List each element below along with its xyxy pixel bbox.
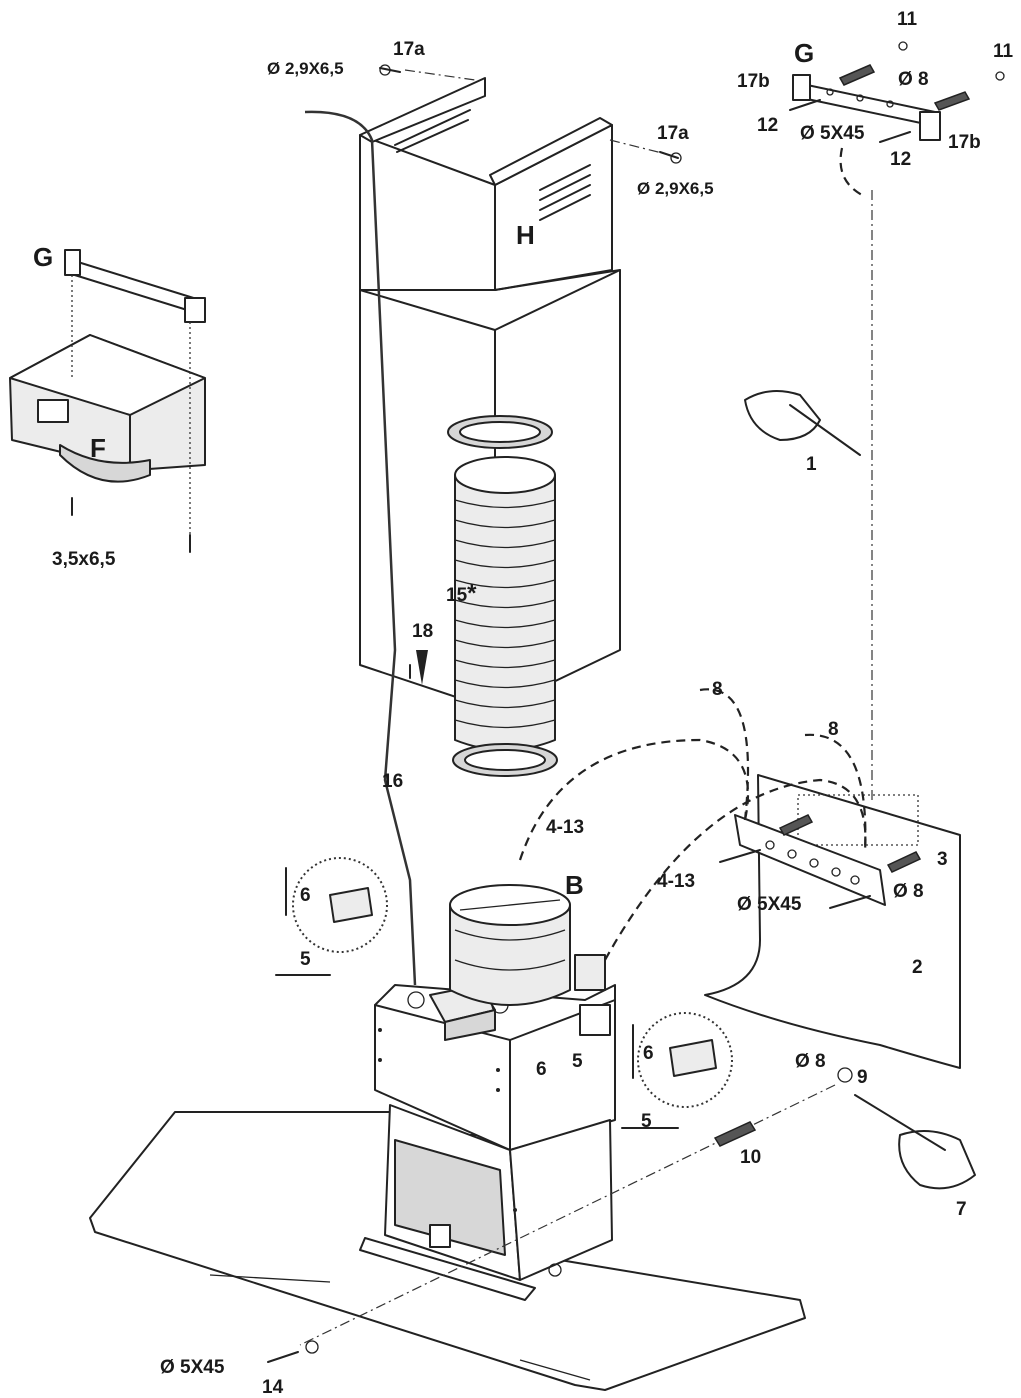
wall-plug-10 <box>713 1121 757 1147</box>
label-ref-11-a: 11 <box>897 9 918 30</box>
hand-marking-top <box>744 390 861 456</box>
label-ref-6-left: 6 <box>300 885 311 906</box>
detail-left <box>275 857 388 976</box>
screw-17a-top <box>379 64 401 76</box>
hole-9 <box>837 1067 853 1083</box>
label-ref-5-right: 5 <box>641 1111 652 1132</box>
detail-right <box>621 1012 733 1129</box>
label-ref-9: 9 <box>857 1067 868 1088</box>
screw-17a-right <box>659 151 682 164</box>
label-ref-4-13-b: 4-13 <box>657 871 696 892</box>
label-screw-3-5x6-5: 3,5x6,5 <box>52 549 116 570</box>
label-ref-4-13-a: 4-13 <box>546 817 585 838</box>
motor-housing <box>359 984 616 1301</box>
label-ref-3: 3 <box>937 849 948 870</box>
label-ref-16: 16 <box>382 771 404 792</box>
label-ref-14: 14 <box>262 1377 284 1398</box>
wall-template-sheet <box>704 774 961 1069</box>
label-bracket-g-left: G <box>33 242 54 272</box>
label-screw-17a-top: Ø 2,9X6,5 <box>267 59 344 78</box>
label-ref-18: 18 <box>412 621 434 642</box>
label-plug-d8-wall: Ø 8 <box>893 881 924 902</box>
label-chimney-h: H <box>516 220 535 250</box>
label-screw-5x45-top: Ø 5X45 <box>800 123 865 144</box>
bracket-top-right <box>789 41 1005 143</box>
label-ref-6-mid: 6 <box>536 1059 547 1080</box>
label-plug-d8-bottom: Ø 8 <box>795 1051 826 1072</box>
carbon-filter-unit <box>9 334 206 483</box>
chimney-telescopic <box>359 77 621 711</box>
label-ref-17b-right: 17b <box>948 132 981 153</box>
label-ref-17b-left: 17b <box>737 71 770 92</box>
label-screw-5x45-bottom: Ø 5X45 <box>160 1357 225 1378</box>
label-ref-8-b: 8 <box>828 719 839 740</box>
motor-unit <box>449 884 611 1036</box>
label-plug-d8-top: Ø 8 <box>898 69 929 90</box>
hand-marking-bottom <box>854 1094 976 1190</box>
label-ref-12-left: 12 <box>757 115 779 136</box>
label-bracket-g-top: G <box>794 38 815 68</box>
label-motor-b: B <box>565 870 584 900</box>
label-ref-7: 7 <box>956 1199 967 1220</box>
arrow-18 <box>416 650 428 685</box>
label-ref-10: 10 <box>740 1147 762 1168</box>
power-cable <box>304 110 417 986</box>
label-ref-2: 2 <box>912 957 923 978</box>
label-ref-11-b: 11 <box>993 41 1014 62</box>
motion-paths <box>518 147 867 961</box>
guide-line-diagonal <box>299 1084 836 1346</box>
label-ref-8-a: 8 <box>712 679 723 700</box>
label-ref-5-left: 5 <box>300 949 311 970</box>
label-ref-12-right: 12 <box>890 149 912 170</box>
label-ref-15: 15* <box>446 580 477 607</box>
label-ref-1: 1 <box>806 454 817 475</box>
bracket-left <box>64 249 206 323</box>
label-screw-17a-right: Ø 2,9X6,5 <box>637 179 714 198</box>
label-ref-6-right: 6 <box>643 1043 654 1064</box>
flexible-duct <box>447 415 558 777</box>
label-ref-5-mid: 5 <box>572 1051 583 1072</box>
label-ref-17a-top: 17a <box>393 39 425 60</box>
label-screw-5x45-wall: Ø 5X45 <box>737 894 802 915</box>
label-ref-17a-right: 17a <box>657 123 689 144</box>
label-filter-f: F <box>90 433 106 463</box>
screw-14 <box>267 1340 319 1363</box>
